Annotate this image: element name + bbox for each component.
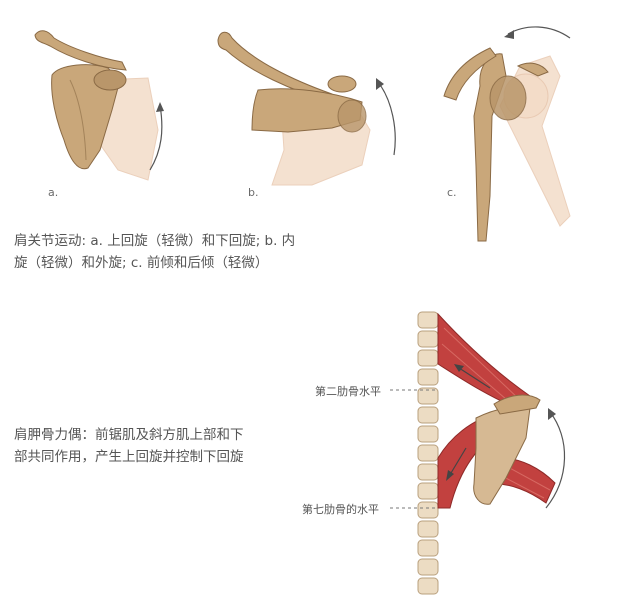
scapula xyxy=(51,64,121,170)
panel-label-a: a. xyxy=(48,186,59,199)
scapula-internal-rotation-illustration xyxy=(217,31,396,186)
vertebral-column xyxy=(417,311,439,595)
bottom-caption-line-2: 部共同作用，产生上回旋并控制下回旋 xyxy=(14,449,244,465)
scapula-rotation-illustration xyxy=(34,30,164,181)
top-caption: 肩关节运动: a. 上回旋（轻微）和下回旋; b. 内 旋（轻微）和外旋; c.… xyxy=(14,230,344,274)
bottom-caption: 肩胛骨力偶：前锯肌及斜方肌上部和下 部共同作用，产生上回旋并控制下回旋 xyxy=(14,424,314,468)
scapula-tilt-illustration xyxy=(443,26,571,242)
panel-label-b: b. xyxy=(248,186,259,199)
rotation-arrow xyxy=(377,81,396,156)
rib7-level-label: 第七肋骨的水平 xyxy=(302,503,379,516)
rotation-arrow xyxy=(507,26,571,39)
top-caption-line-1: 肩关节运动: a. 上回旋（轻微）和下回旋; b. 内 xyxy=(14,233,296,249)
clavicle xyxy=(34,30,127,71)
panel-label-c: c. xyxy=(447,186,457,199)
rotation-arrow xyxy=(545,411,566,509)
top-caption-line-2: 旋（轻微）和外旋; c. 前倾和后倾（轻微） xyxy=(14,255,269,271)
rib2-level-label: 第二肋骨水平 xyxy=(315,385,381,398)
bottom-caption-line-1: 肩胛骨力偶：前锯肌及斜方肌上部和下 xyxy=(14,427,244,443)
rotation-arrow xyxy=(149,104,163,171)
force-couple-illustration xyxy=(390,311,566,595)
scapula xyxy=(473,53,507,242)
